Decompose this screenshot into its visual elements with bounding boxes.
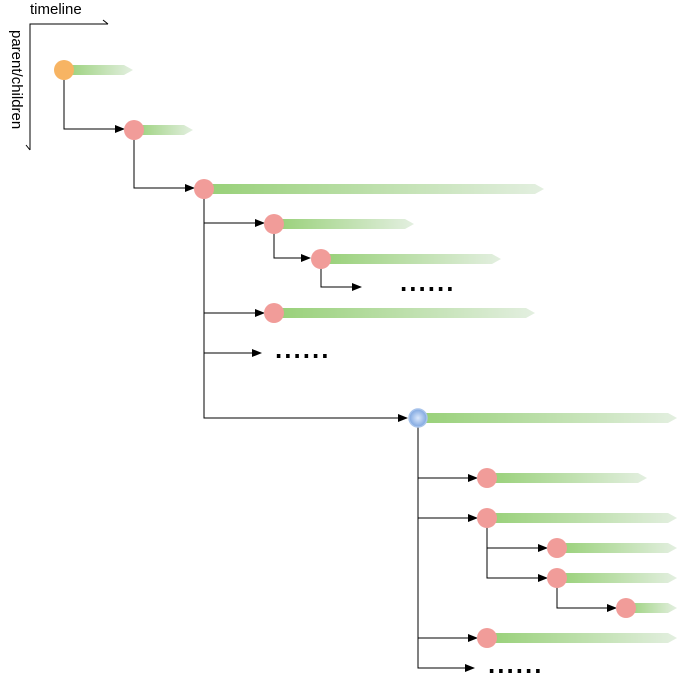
- edge: [417, 638, 475, 672]
- duration-bar: [557, 543, 677, 553]
- node: [616, 598, 636, 618]
- node: [264, 214, 284, 234]
- node: [547, 538, 567, 558]
- duration-bar: [134, 125, 193, 135]
- node: [311, 249, 331, 269]
- edge: [486, 519, 548, 552]
- node: [477, 508, 497, 528]
- axes: timeline parent/children: [8, 1, 109, 151]
- duration-bar: [274, 308, 535, 318]
- root-node: [54, 60, 74, 80]
- edge: [417, 478, 478, 522]
- edge: [203, 313, 262, 357]
- ellipsis: ......: [485, 654, 540, 679]
- duration-bar: [321, 254, 501, 264]
- node: [477, 468, 497, 488]
- node: [124, 120, 144, 140]
- bars: [64, 65, 677, 643]
- ellipses: ...... ...... ......: [272, 272, 544, 679]
- edges: [63, 70, 617, 672]
- edge: [133, 130, 195, 192]
- duration-bar: [626, 603, 677, 613]
- duration-bar: [204, 184, 544, 194]
- ellipsis: ......: [397, 272, 452, 297]
- nodes: [54, 60, 636, 648]
- ellipsis: ......: [272, 339, 327, 364]
- edge: [556, 579, 617, 612]
- children-axis-tick: [25, 144, 31, 151]
- edge: [417, 518, 478, 642]
- duration-bar: [418, 413, 677, 423]
- edge: [417, 419, 478, 482]
- edge: [486, 548, 548, 582]
- node: [477, 628, 497, 648]
- duration-bar: [274, 219, 414, 229]
- timeline-axis: [29, 23, 108, 150]
- duration-bar: [487, 473, 647, 483]
- edge: [203, 190, 265, 227]
- parent-children-axis-label: parent/children: [8, 30, 25, 129]
- duration-bar: [487, 513, 677, 523]
- timeline-axis-label: timeline: [30, 1, 82, 18]
- node: [547, 568, 567, 588]
- node: [194, 179, 214, 199]
- edge: [203, 223, 265, 317]
- timeline-axis-tick: [102, 19, 109, 25]
- edge: [273, 224, 311, 262]
- highlighted-node: [408, 408, 428, 428]
- duration-bar: [557, 573, 677, 583]
- duration-bar: [487, 633, 677, 643]
- edge: [203, 353, 408, 422]
- node: [264, 303, 284, 323]
- duration-bar: [64, 65, 133, 75]
- edge: [63, 70, 125, 133]
